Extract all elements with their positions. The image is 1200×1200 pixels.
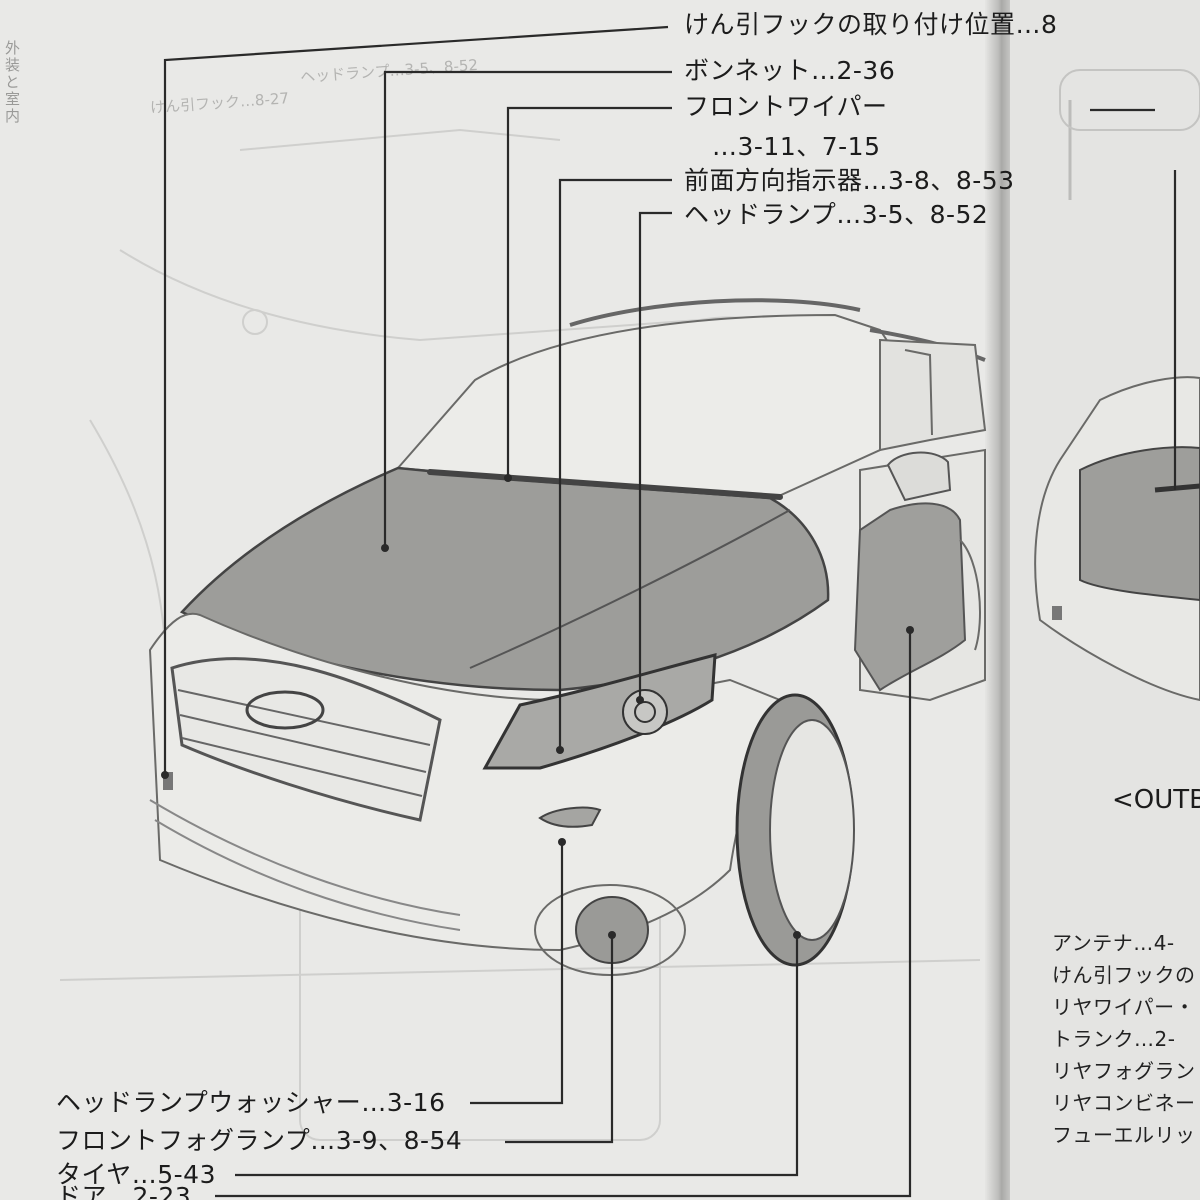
- right-list-item: リヤフォグラン: [1052, 1059, 1196, 1083]
- callout-headlamp: ヘッドランプ…3-5、8-52: [684, 200, 989, 229]
- right-list-item: リヤコンビネー: [1052, 1091, 1196, 1115]
- right-list-item: けん引フックの: [1052, 963, 1196, 987]
- tow-hook-cover: [163, 772, 173, 790]
- right-list-item: フューエルリッ: [1052, 1123, 1196, 1147]
- right-list-item: トランク…2-: [1052, 1027, 1176, 1051]
- callout-tire: タイヤ…5-43: [56, 1160, 216, 1189]
- leader-endpoints: [161, 474, 914, 939]
- car-body: [148, 298, 987, 976]
- callout-tow-hook: けん引フックの取り付け位置…8: [684, 10, 1058, 39]
- rear-car-sketch: [1034, 69, 1200, 702]
- callout-bonnet: ボンネット…2-36: [684, 56, 896, 85]
- leader-lines: [163, 25, 1177, 1198]
- callout-headlamp-washer: ヘッドランプウォッシャー…3-16: [56, 1088, 446, 1117]
- callout-front-turn-signal: 前面方向指示器…3-8、8-53: [684, 166, 1015, 195]
- right-list-item: アンテナ…4-: [1052, 931, 1175, 955]
- callout-front-wiper: フロントワイパー: [684, 92, 888, 121]
- callout-front-wiper-pages: …3-11、7-15: [712, 132, 881, 161]
- callout-front-fog-lamp: フロントフォグランプ…3-9、8-54: [56, 1126, 463, 1155]
- callout-door: ドア…2-23: [56, 1182, 192, 1200]
- right-page-caption: <OUTB: [1112, 785, 1200, 815]
- right-list-item: リヤワイパー・: [1052, 995, 1196, 1019]
- side-tab: 外装と室内: [3, 40, 21, 125]
